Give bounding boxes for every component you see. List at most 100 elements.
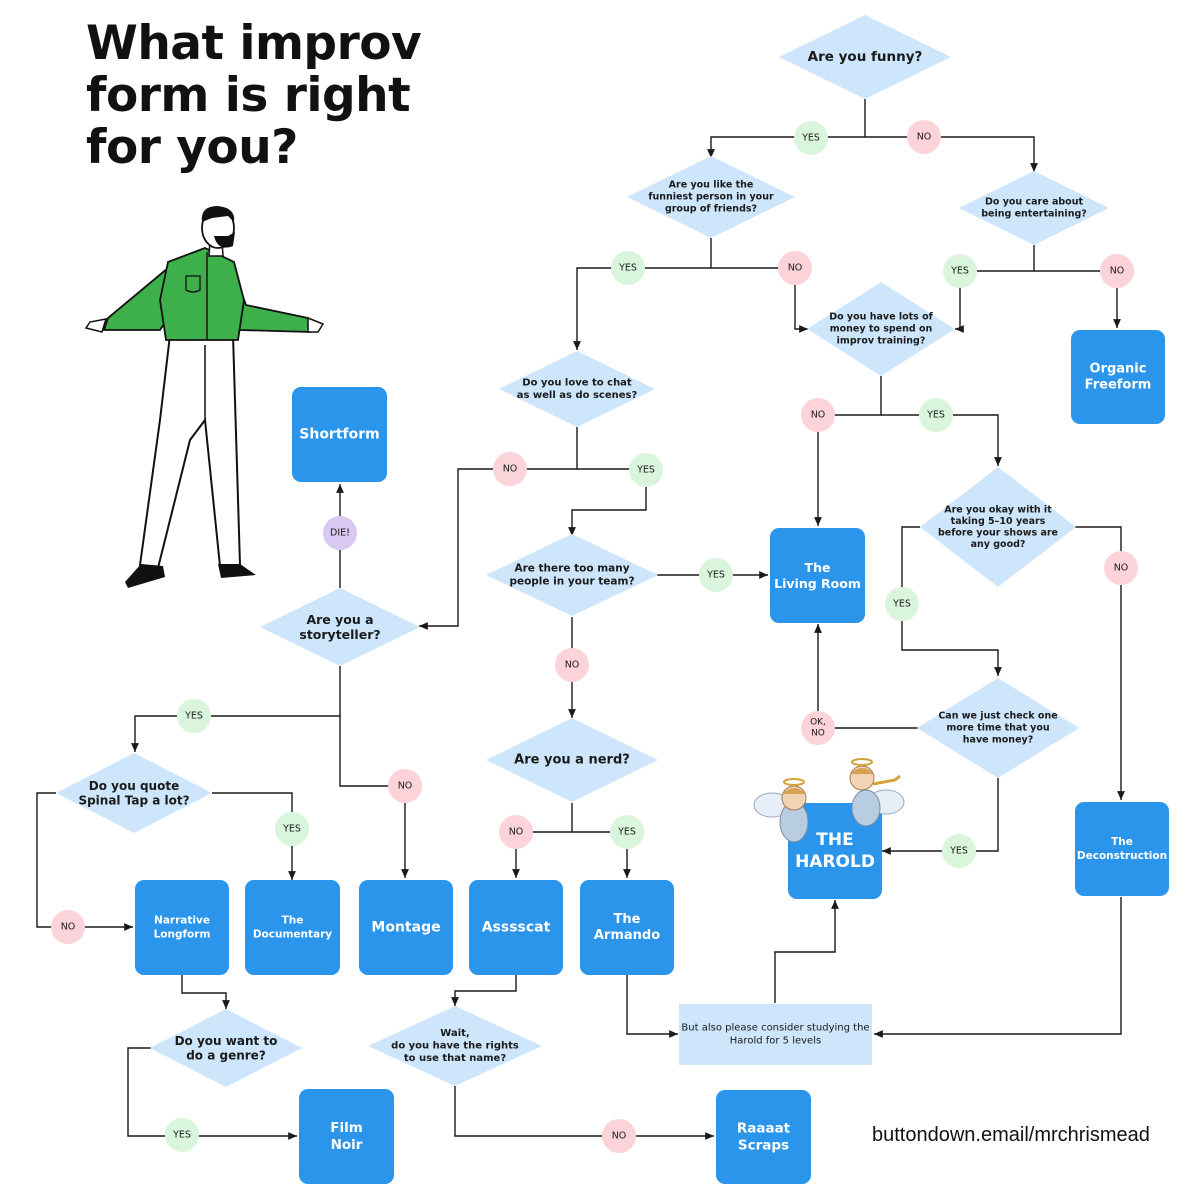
outcome-narrative-line-1: Narrative [154, 915, 210, 927]
badge-team-yes-line-1: YES [706, 570, 725, 581]
badge-years-yes-line-1: YES [892, 599, 911, 610]
decision-diamond [56, 753, 212, 833]
badge-money-no-line-1: NO [811, 410, 826, 421]
badge-entertaining-yes: YES [943, 254, 977, 288]
badge-circle [177, 699, 211, 733]
connector-years-no [1075, 526, 1125, 800]
connector-money-no [814, 376, 882, 526]
decision-genre-line-2: do a genre? [186, 1048, 266, 1062]
badge-team-no-line-1: NO [565, 660, 580, 671]
badge-nerd-no: NO [499, 815, 533, 849]
badge-genre-yes-line-1: YES [172, 1130, 191, 1141]
newsletter-link[interactable]: buttondown.email/mrchrismead [872, 1124, 1150, 1146]
badge-nerd-yes-line-1: YES [617, 827, 636, 838]
outcome-box [1071, 330, 1165, 424]
badge-circle [885, 587, 919, 621]
badge-circle [611, 251, 645, 285]
decision-diamond [150, 1009, 302, 1087]
badge-check-okno-line-1: OK, [810, 718, 826, 728]
badge-circle [388, 769, 422, 803]
outcome-raaaat-line-1: Raaaat [737, 1121, 791, 1137]
badge-circle [323, 516, 357, 550]
decision-years-line-2: taking 5–10 years [951, 516, 1046, 527]
badge-story-die-line-1: DIE! [330, 528, 350, 539]
badge-circle [493, 452, 527, 486]
badge-circle [499, 815, 533, 849]
badge-entertaining-yes-line-1: YES [950, 266, 969, 277]
decision-entertaining-line-2: being entertaining? [981, 209, 1087, 220]
badge-circle [165, 1118, 199, 1152]
outcome-livingroom-line-2: Living Room [774, 576, 861, 591]
connector-chat-yes [568, 468, 647, 536]
badge-funniest-yes: YES [611, 251, 645, 285]
outcome-livingroom-line-1: The [805, 560, 831, 575]
decision-checkmoney-line-2: more time that you [946, 723, 1049, 734]
badge-story-no: NO [388, 769, 422, 803]
badge-spinal-no: NO [51, 910, 85, 944]
decision-diamond [779, 15, 951, 99]
outcome-documentary-line-2: Documentary [253, 929, 332, 941]
title-line-3: for you? [86, 120, 298, 175]
outcome-harold-line-1: THE [816, 830, 853, 850]
badge-years-no: NO [1104, 551, 1138, 585]
connector-check-yes [882, 778, 999, 855]
decision-funniest-line-2: funniest person in your [648, 192, 774, 203]
connector-narrative-genre [181, 975, 230, 1009]
connector-funniest-yes [573, 238, 712, 350]
outcome-narrative-line-2: Longform [154, 929, 211, 941]
badge-circle [275, 812, 309, 846]
outcome-shortform-line-1: Shortform [299, 427, 379, 443]
connector-story-no [339, 716, 409, 878]
outcome-box [292, 387, 387, 482]
badge-circle [794, 121, 828, 155]
badge-check-yes-line-1: YES [949, 846, 968, 857]
outcome-harold-line-2: HAROLD [795, 852, 875, 872]
badge-funny-yes: YES [794, 121, 828, 155]
badge-chat-no: NO [493, 452, 527, 486]
decision-diamond [627, 156, 795, 238]
badge-rights-no: NO [602, 1119, 636, 1153]
outcome-asssscat-line-1: Asssscat [482, 920, 551, 936]
right-angel-icon [849, 758, 905, 827]
badge-circle [801, 711, 835, 745]
badge-circle [699, 558, 733, 592]
decision-diamond [486, 534, 658, 616]
badge-check-yes: YES [942, 834, 976, 868]
badge-entertaining-no-line-1: NO [1110, 266, 1125, 277]
connectors [36, 99, 1125, 1140]
right-shoe [218, 564, 256, 578]
badge-circle [555, 648, 589, 682]
badge-money-no: NO [801, 398, 835, 432]
badge-circle [801, 398, 835, 432]
badge-years-no-line-1: NO [1114, 563, 1129, 574]
decision-money-line-1: Do you have lots of [829, 312, 933, 323]
decision-funniest-line-3: group of friends? [665, 204, 757, 215]
left-hand [84, 318, 108, 333]
badge-story-yes: YES [177, 699, 211, 733]
trousers [138, 334, 242, 570]
connector-asssscat-rights [451, 975, 517, 1006]
decision-years-line-3: before your shows are [938, 527, 1058, 538]
badge-team-yes: YES [699, 558, 733, 592]
decision-diamond [807, 282, 955, 376]
outcome-box [299, 1089, 394, 1184]
outcome-box [469, 880, 563, 975]
outcome-box [770, 528, 865, 623]
badge-chat-yes-line-1: YES [636, 465, 655, 476]
outcome-armando-line-2: Armando [594, 928, 660, 943]
decision-spinaltap-line-1: Do you quote [89, 779, 179, 793]
outcome-documentary-line-1: The [282, 915, 304, 927]
